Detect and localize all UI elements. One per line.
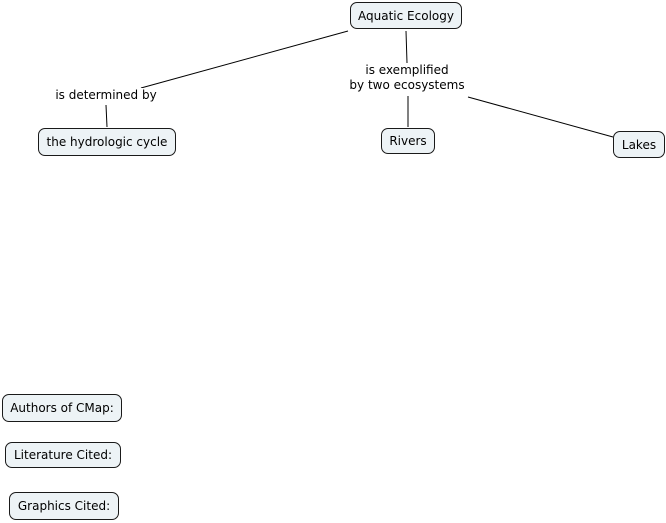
linking-phrase-determined-by[interactable]: is determined by <box>52 88 160 104</box>
concept-hydrologic-cycle[interactable]: the hydrologic cycle <box>38 128 176 156</box>
info-box-authors[interactable]: Authors of CMap: <box>2 394 122 422</box>
linking-phrase-exemplified-line2: by two ecosystems <box>349 78 465 92</box>
info-box-literature-cited[interactable]: Literature Cited: <box>5 442 121 468</box>
link-line-determined-to-hydrologic <box>105 104 108 128</box>
link-line-aquatic-to-determined <box>140 30 349 89</box>
info-box-graphics-cited[interactable]: Graphics Cited: <box>9 492 119 520</box>
concept-aquatic-ecology[interactable]: Aquatic Ecology <box>350 2 462 29</box>
linking-phrase-exemplified-line1: is exemplified <box>365 63 449 77</box>
link-line-exemplified-to-lakes <box>467 96 614 138</box>
concept-rivers[interactable]: Rivers <box>381 128 435 154</box>
linking-phrase-exemplified[interactable]: is exemplified by two ecosystems <box>345 63 469 95</box>
link-line-aquatic-to-exemplified <box>405 30 408 64</box>
concept-lakes[interactable]: Lakes <box>613 131 665 158</box>
